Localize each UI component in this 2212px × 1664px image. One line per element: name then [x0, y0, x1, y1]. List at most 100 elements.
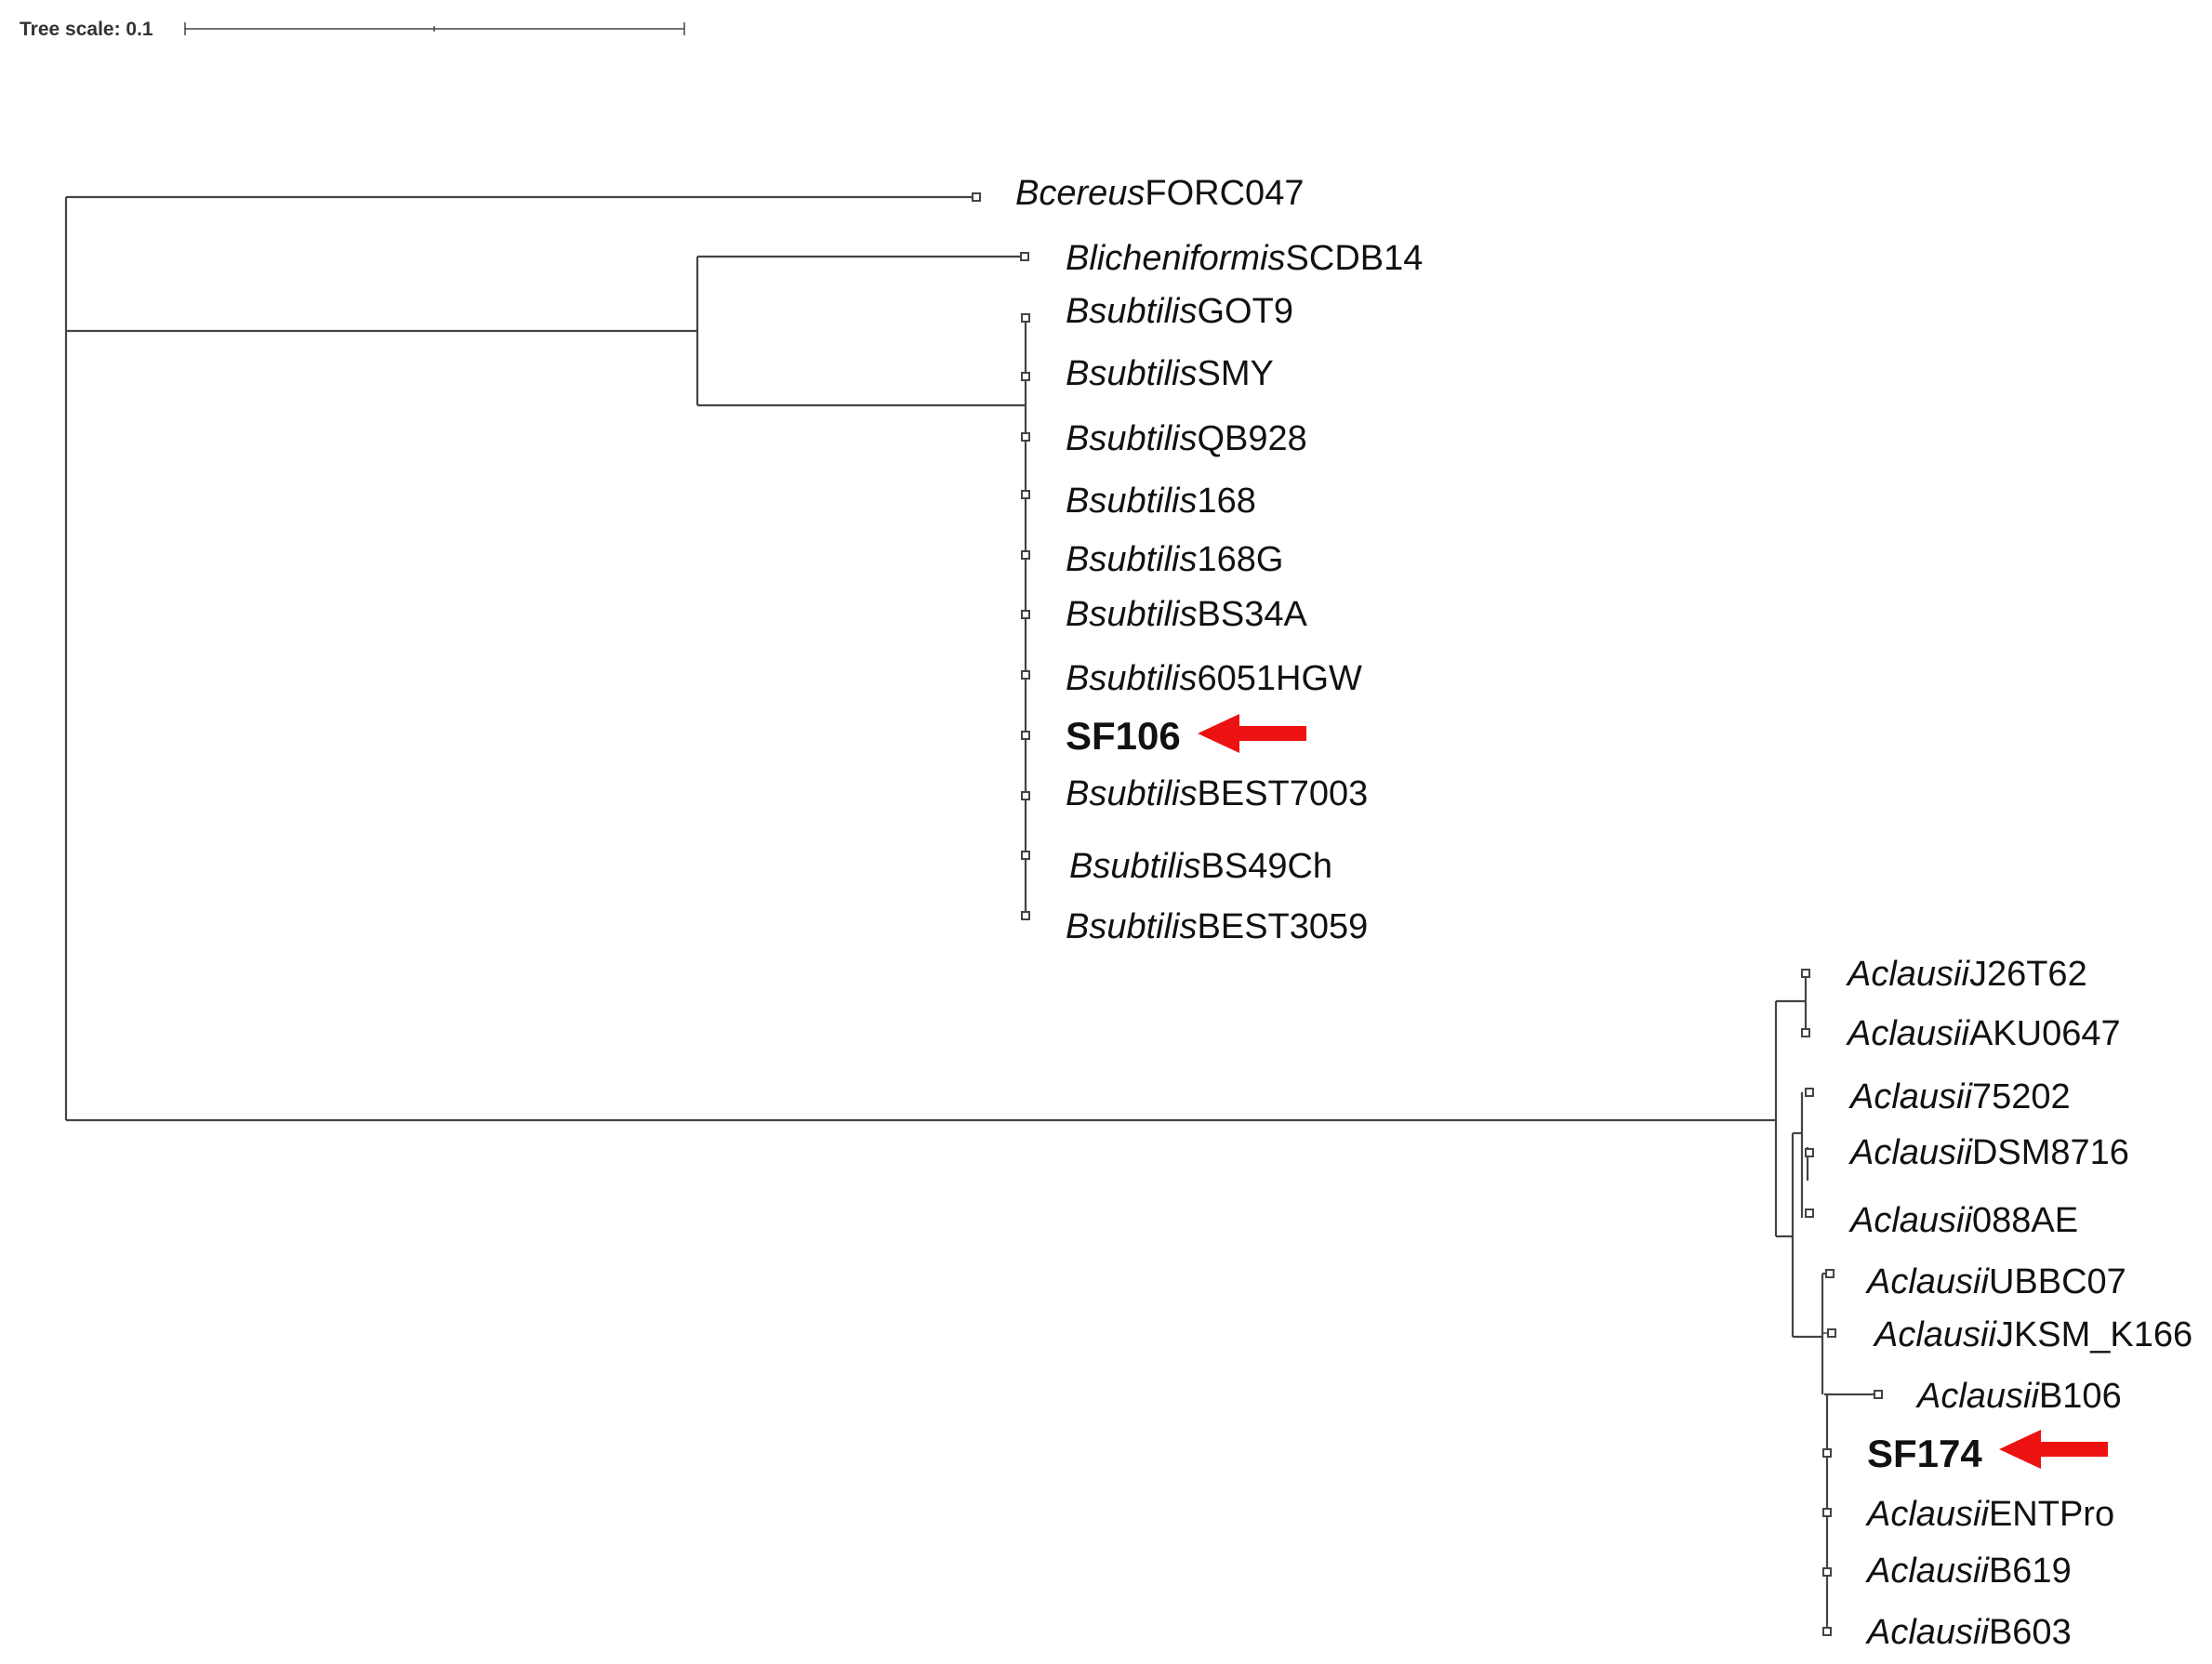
strain-name: SMY	[1198, 354, 1274, 393]
species-name: Aclausii	[1846, 955, 1970, 994]
species-name: Aclausii	[1865, 1613, 1990, 1652]
species-name: Bsubtilis	[1066, 540, 1198, 579]
taxon-labels: BcereusFORC047BlicheniformisSCDB14Bsubti…	[1015, 174, 2192, 1652]
strain-name: BS49Ch	[1201, 847, 1333, 886]
species-name: Aclausii	[1848, 1201, 1973, 1240]
tip-node-ac_dsm8716	[1805, 1148, 1814, 1157]
tree-scale-label: Tree scale: 0.1	[20, 19, 153, 40]
taxon-label-ac_ubbc07: AclausiiUBBC07	[1865, 1262, 2126, 1301]
strain-name: DSM8716	[1972, 1133, 2129, 1172]
tip-node-bs_best7003	[1021, 791, 1030, 800]
strain-name: AKU0647	[1969, 1014, 2121, 1053]
species-name: Bcereus	[1015, 174, 1145, 213]
taxon-label-ac_dsm8716: AclausiiDSM8716	[1848, 1133, 2129, 1172]
taxon-label-ac_jksm: AclausiiJKSM_K166	[1873, 1315, 2192, 1354]
taxon-label-ac_aku0647: AclausiiAKU0647	[1846, 1014, 2121, 1053]
tip-node-bs_6051hgw	[1021, 670, 1030, 680]
strain-name: 088AE	[1972, 1201, 2078, 1240]
taxon-label-bs_best3059: BsubtilisBEST3059	[1066, 907, 1368, 946]
strain-name: FORC047	[1145, 174, 1304, 213]
tip-node-bs_smy	[1021, 372, 1030, 381]
strain-name: SCDB14	[1286, 239, 1424, 278]
species-name: Blicheniformis	[1066, 239, 1286, 278]
tip-node-bs_bs49ch	[1021, 851, 1030, 860]
taxon-label-bs_bs49ch: BsubtilisBS49Ch	[1069, 847, 1332, 886]
taxon-label-ac_b603: AclausiiB603	[1865, 1613, 2072, 1652]
taxon-label-bs_best7003: BsubtilisBEST7003	[1066, 774, 1368, 813]
tip-node-ac_b106	[1874, 1390, 1883, 1399]
strain-name: J26T62	[1969, 955, 2087, 994]
strain-name: UBBC07	[1989, 1262, 2126, 1301]
tip-node-ac_ubbc07	[1825, 1269, 1835, 1278]
taxon-label-bs_168g: Bsubtilis168G	[1066, 540, 1283, 579]
species-name: Bsubtilis	[1066, 419, 1198, 458]
strain-name: BEST3059	[1198, 907, 1369, 946]
taxon-label-sf174: SF174	[1867, 1432, 1982, 1475]
taxon-label-blich: BlicheniformisSCDB14	[1066, 239, 1423, 278]
tree-branches	[64, 195, 1878, 1631]
taxon-label-bs_bs34a: BsubtilisBS34A	[1066, 595, 1307, 634]
taxon-label-bs_got9: BsubtilisGOT9	[1066, 292, 1293, 331]
tip-node-bs_168g	[1021, 550, 1030, 560]
tip-node-ac_j26t62	[1801, 969, 1810, 978]
tip-node-sf106	[1021, 731, 1030, 740]
tip-node-bs_bs34a	[1021, 610, 1030, 619]
taxon-label-ac_b619: AclausiiB619	[1865, 1552, 2072, 1591]
species-name: Bsubtilis	[1066, 292, 1198, 331]
strain-name: 168G	[1198, 540, 1284, 579]
species-name: Aclausii	[1865, 1552, 1990, 1591]
tip-node-ac_b619	[1822, 1567, 1832, 1577]
tip-node-blich	[1020, 252, 1029, 261]
taxon-label-bs_168: Bsubtilis168	[1066, 482, 1256, 521]
strain-name: B619	[1989, 1552, 2072, 1591]
strain-name: ENTPro	[1989, 1495, 2114, 1534]
tip-node-sf174	[1822, 1448, 1832, 1458]
taxon-label-ac_75202: Aclausii75202	[1848, 1077, 2071, 1116]
taxon-label-ac_088ae: Aclausii088AE	[1848, 1201, 2078, 1240]
species-name: Bsubtilis	[1069, 847, 1201, 886]
strain-name: GOT9	[1198, 292, 1293, 331]
tip-node-ac_b603	[1822, 1627, 1832, 1636]
species-name: Aclausii	[1848, 1077, 1973, 1116]
strain-name: QB928	[1198, 419, 1307, 458]
taxon-label-bs_6051hgw: Bsubtilis6051HGW	[1066, 659, 1362, 698]
strain-name: 6051HGW	[1198, 659, 1363, 698]
tip-node-bs_qb928	[1021, 432, 1030, 442]
tip-node-ac_aku0647	[1801, 1028, 1810, 1037]
species-name: Bsubtilis	[1066, 659, 1198, 698]
strain-name: B106	[2039, 1377, 2122, 1416]
tree-scale-bar	[184, 22, 685, 35]
taxon-label-bcereus: BcereusFORC047	[1015, 174, 1304, 213]
highlight-arrow-sf106	[1198, 714, 1306, 753]
strain-name: BEST7003	[1198, 774, 1369, 813]
strain-name: 168	[1198, 482, 1256, 521]
strain-name: JKSM_K166	[1996, 1315, 2192, 1354]
strain-name: B603	[1989, 1613, 2072, 1652]
highlight-arrow-sf174	[1999, 1430, 2108, 1469]
strain-name: SF174	[1867, 1432, 1982, 1475]
species-name: Aclausii	[1915, 1377, 2040, 1416]
taxon-label-ac_entpro: AclausiiENTPro	[1865, 1495, 2114, 1534]
species-name: Bsubtilis	[1066, 482, 1198, 521]
taxon-label-bs_smy: BsubtilisSMY	[1066, 354, 1274, 393]
species-name: Bsubtilis	[1066, 907, 1198, 946]
species-name: Bsubtilis	[1066, 354, 1198, 393]
tip-node-ac_jksm	[1827, 1328, 1836, 1338]
strain-name: SF106	[1066, 714, 1181, 758]
taxon-label-ac_b106: AclausiiB106	[1915, 1377, 2122, 1416]
tip-node-bs_best3059	[1021, 911, 1030, 920]
species-name: Bsubtilis	[1066, 774, 1198, 813]
species-name: Bsubtilis	[1066, 595, 1198, 634]
species-name: Aclausii	[1865, 1495, 1990, 1534]
tip-node-bs_got9	[1021, 313, 1030, 323]
species-name: Aclausii	[1846, 1014, 1970, 1053]
tip-node-ac_088ae	[1805, 1208, 1814, 1218]
taxon-label-ac_j26t62: AclausiiJ26T62	[1846, 955, 2087, 994]
species-name: Aclausii	[1865, 1262, 1990, 1301]
strain-name: BS34A	[1198, 595, 1308, 634]
tip-node-bs_168	[1021, 490, 1030, 499]
taxon-label-sf106: SF106	[1066, 714, 1181, 758]
species-name: Aclausii	[1873, 1315, 1997, 1354]
tip-node-bcereus	[972, 192, 981, 202]
